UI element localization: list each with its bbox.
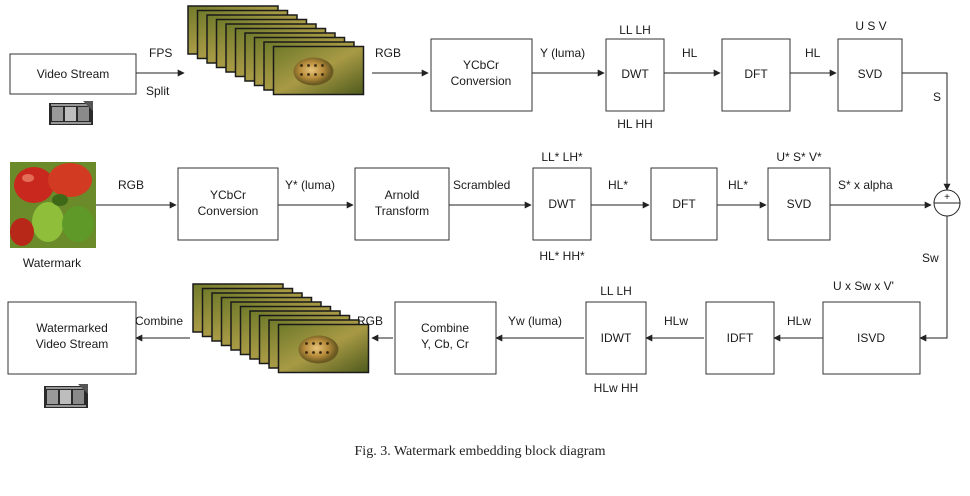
dft1-label: DFT	[744, 67, 768, 81]
block-isvd: ISVD	[822, 301, 921, 375]
label-scrambled: Scrambled	[453, 178, 510, 192]
arnold-line2: Transform	[375, 204, 429, 218]
combine-line1: Combine	[421, 321, 469, 335]
label-llstar-lhstar: LL* LH*	[541, 150, 583, 164]
block-idwt: IDWT	[585, 301, 647, 375]
watermarked-line1: Watermarked	[36, 321, 108, 335]
label-sw: Sw	[922, 251, 939, 265]
figure-caption: Fig. 3. Watermark embedding block diagra…	[355, 444, 606, 459]
ycbcr1-line2: Conversion	[451, 74, 512, 88]
edge-svd-s-to-sum	[902, 72, 951, 191]
cheetah-spot	[319, 342, 322, 345]
combine-line2: Y, Cb, Cr	[421, 337, 469, 351]
cheetah-spot	[312, 342, 315, 345]
label-ystar-luma: Y* (luma)	[285, 178, 335, 192]
edge-labels: FPS Split RGB Y (luma) LL LH HL HH HL HL…	[23, 19, 941, 395]
block-dft-1: DFT	[721, 38, 791, 112]
cheetah-spot	[307, 64, 310, 67]
arnold-line1: Arnold	[385, 188, 420, 202]
block-arnold-transform: Arnold Transform	[354, 167, 450, 241]
label-hl-b: HL	[805, 46, 821, 60]
cheetah-spot	[319, 351, 322, 354]
block-ycbcr-conversion-2: YCbCr Conversion	[177, 167, 279, 241]
idft-label: IDFT	[727, 331, 754, 345]
svd1-label: SVD	[858, 67, 883, 81]
label-watermark: Watermark	[23, 256, 82, 270]
label-ll-lh-2: LL LH	[600, 284, 632, 298]
ycbcr2-line2: Conversion	[198, 204, 259, 218]
cheetah-spot	[307, 73, 310, 76]
watermarked-line2: Video Stream	[36, 337, 109, 351]
cheetah-spot	[314, 73, 317, 76]
block-combine-ycbcr: Combine Y, Cb, Cr	[394, 301, 497, 375]
connectors	[96, 69, 951, 342]
film-strip-icon	[49, 101, 93, 125]
cheetah-spot	[305, 351, 308, 354]
film-strip-icon	[44, 384, 88, 408]
cheetah-figure	[298, 335, 339, 364]
block-idft: IDFT	[705, 301, 775, 375]
label-usvstar: U* S* V*	[776, 150, 822, 164]
cheetah-spot	[326, 342, 329, 345]
label-yw-luma: Yw (luma)	[508, 314, 562, 328]
isvd-label: ISVD	[857, 331, 885, 345]
dwt1-label: DWT	[621, 67, 649, 81]
block-dft-2: DFT	[650, 167, 718, 241]
watermark-image-peppers	[10, 162, 96, 248]
label-hlstar-hhstar: HL* HH*	[539, 249, 585, 263]
video-frames-stack	[192, 283, 370, 374]
label-usv: U S V	[855, 19, 886, 33]
cheetah-spot	[300, 73, 303, 76]
video-stream-label: Video Stream	[37, 67, 110, 81]
block-svd-1: SVD	[837, 38, 903, 112]
label-s: S	[933, 90, 941, 104]
label-hlw-b: HLw	[664, 314, 688, 328]
label-hl-a: HL	[682, 46, 698, 60]
label-u-sw-v: U x Sw x V'	[833, 279, 894, 293]
label-hlstar-a: HL*	[608, 178, 628, 192]
cheetah-spot	[312, 351, 315, 354]
edge-sum-to-isvd	[919, 216, 948, 342]
label-hl-hh-1: HL HH	[617, 117, 653, 131]
cheetah-spot	[300, 64, 303, 67]
cheetah-spot	[326, 351, 329, 354]
label-split: Split	[146, 84, 170, 98]
cheetah-spot	[321, 64, 324, 67]
block-ycbcr-conversion-1: YCbCr Conversion	[430, 38, 533, 112]
block-svd-2: SVD	[767, 167, 831, 241]
label-hlw-hh: HLw HH	[594, 381, 639, 395]
video-frames-stack	[187, 5, 365, 96]
label-fps: FPS	[149, 46, 172, 60]
label-s-alpha: S* x alpha	[838, 178, 893, 192]
label-y-luma: Y (luma)	[540, 46, 585, 60]
label-hlstar-b: HL*	[728, 178, 748, 192]
cheetah-spot	[305, 342, 308, 345]
label-ll-lh-1: LL LH	[619, 23, 651, 37]
dft2-label: DFT	[672, 197, 696, 211]
summation-node: +	[933, 189, 961, 217]
cheetah-figure	[293, 57, 334, 86]
cheetah-spot	[314, 64, 317, 67]
label-rgb-1: RGB	[375, 46, 401, 60]
block-watermarked-video-stream: Watermarked Video Stream	[7, 301, 137, 375]
svd2-label: SVD	[787, 197, 812, 211]
ycbcr1-line1: YCbCr	[463, 58, 499, 72]
idwt-label: IDWT	[601, 331, 632, 345]
cheetah-spot	[321, 73, 324, 76]
label-combine: Combine	[135, 314, 183, 328]
block-dwt-2: DWT	[532, 167, 592, 241]
block-dwt-1: DWT	[605, 38, 665, 112]
label-rgb-2: RGB	[118, 178, 144, 192]
ycbcr2-line1: YCbCr	[210, 188, 246, 202]
sum-plus-sign: +	[944, 192, 950, 203]
block-video-stream: Video Stream	[9, 53, 137, 95]
dwt2-label: DWT	[548, 197, 576, 211]
label-hlw-a: HLw	[787, 314, 811, 328]
